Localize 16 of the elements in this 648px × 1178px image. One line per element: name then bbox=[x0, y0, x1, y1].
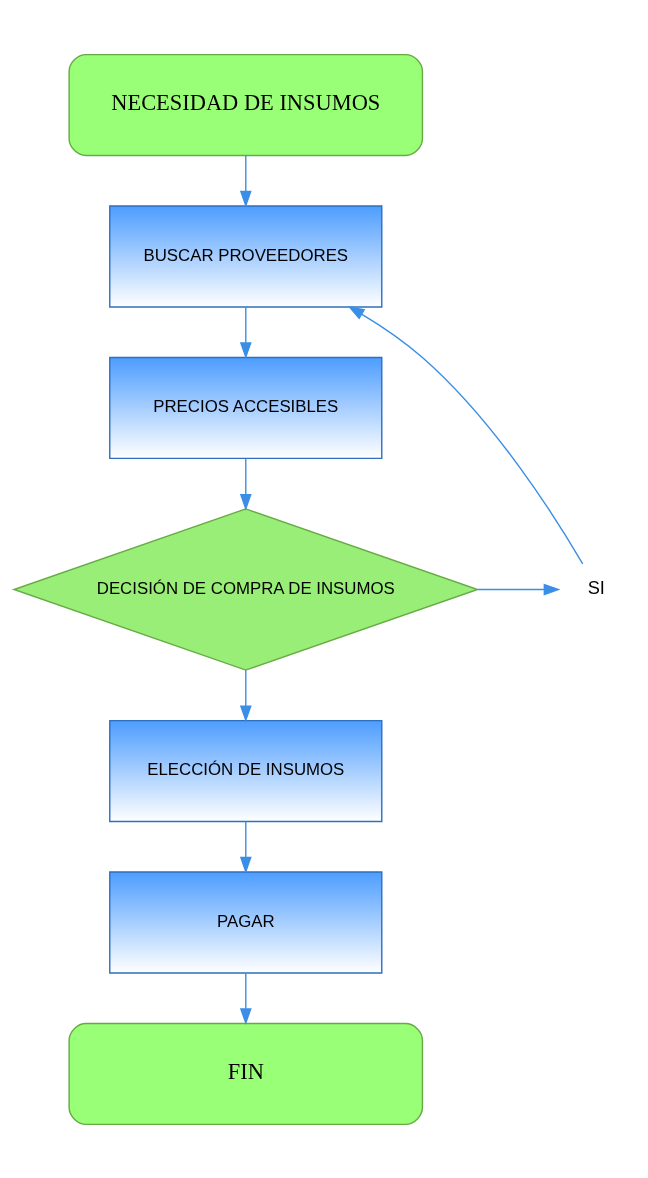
node-text: SI bbox=[587, 577, 605, 598]
node-box: FIN bbox=[68, 1022, 424, 1125]
arrow bbox=[239, 669, 252, 722]
arrow bbox=[239, 457, 252, 511]
node-box: BUSCAR PROVEEDORES bbox=[109, 204, 383, 308]
arrow bbox=[347, 305, 584, 565]
node-box: PRECIOS ACCESIBLES bbox=[109, 356, 383, 459]
node-box: NECESIDAD DE INSUMOS bbox=[68, 53, 424, 156]
arrow bbox=[239, 305, 252, 359]
arrow bbox=[239, 154, 252, 208]
arrow bbox=[239, 971, 252, 1025]
node-diamond: DECISIÓN DE COMPRA DE INSUMOS bbox=[11, 507, 480, 671]
node-box: PAGAR bbox=[109, 870, 383, 974]
node-box: ELECCIÓN DE INSUMOS bbox=[109, 719, 383, 822]
arrow bbox=[477, 583, 561, 595]
arrow bbox=[239, 820, 252, 874]
